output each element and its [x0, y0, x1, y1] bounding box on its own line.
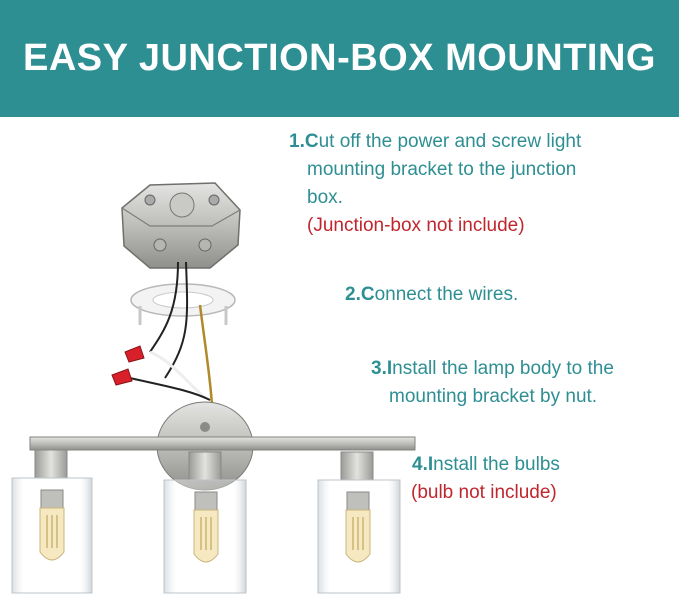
step-2-number: 2.: [345, 284, 361, 305]
step-3-text: nstall the lamp body to the: [392, 358, 614, 379]
step-1: 1.Cut off the power and screw light moun…: [289, 128, 669, 240]
step-2: 2.Connect the wires.: [345, 281, 518, 309]
step-3-line-2: mounting bracket by nut.: [389, 386, 598, 407]
step-3-number: 3.: [371, 358, 387, 379]
step-1-initial: C: [304, 131, 319, 152]
step-4: 4.Install the bulbs (bulb not include): [411, 451, 560, 507]
step-3-initial: I: [386, 358, 393, 379]
step-2-initial: C: [360, 284, 375, 305]
step-1-text: ut off the power and screw light: [318, 131, 582, 152]
junction-box-icon: [121, 182, 241, 269]
installation-illustration: [11, 182, 416, 594]
step-1-line-2: mounting bracket to the junction: [307, 159, 577, 180]
step-4-initial: I: [427, 454, 434, 475]
step-4-note: (bulb not include): [411, 482, 557, 503]
vanity-light-fixture-icon: [11, 401, 416, 594]
step-1-note: (Junction-box not include): [307, 215, 525, 236]
step-1-line-1: 1.Cut off the power and screw light: [289, 131, 581, 152]
page-title: EASY JUNCTION-BOX MOUNTING: [22, 37, 656, 79]
wire-nut-icon: [111, 345, 145, 386]
wires: [129, 261, 214, 406]
step-4-text: nstall the bulbs: [433, 454, 560, 475]
step-4-number: 4.: [412, 454, 428, 475]
step-3: 3.Install the lamp body to the mounting …: [371, 355, 614, 411]
step-3-line-1: 3.Install the lamp body to the: [371, 358, 614, 379]
mounting-bracket-icon: [130, 283, 236, 325]
step-4-line-1: 4.Install the bulbs: [412, 454, 560, 475]
header-banner: EASY JUNCTION-BOX MOUNTING: [0, 0, 679, 117]
step-2-text: onnect the wires.: [374, 284, 519, 305]
step-1-line-3: box.: [307, 187, 343, 208]
step-1-number: 1.: [289, 131, 305, 152]
